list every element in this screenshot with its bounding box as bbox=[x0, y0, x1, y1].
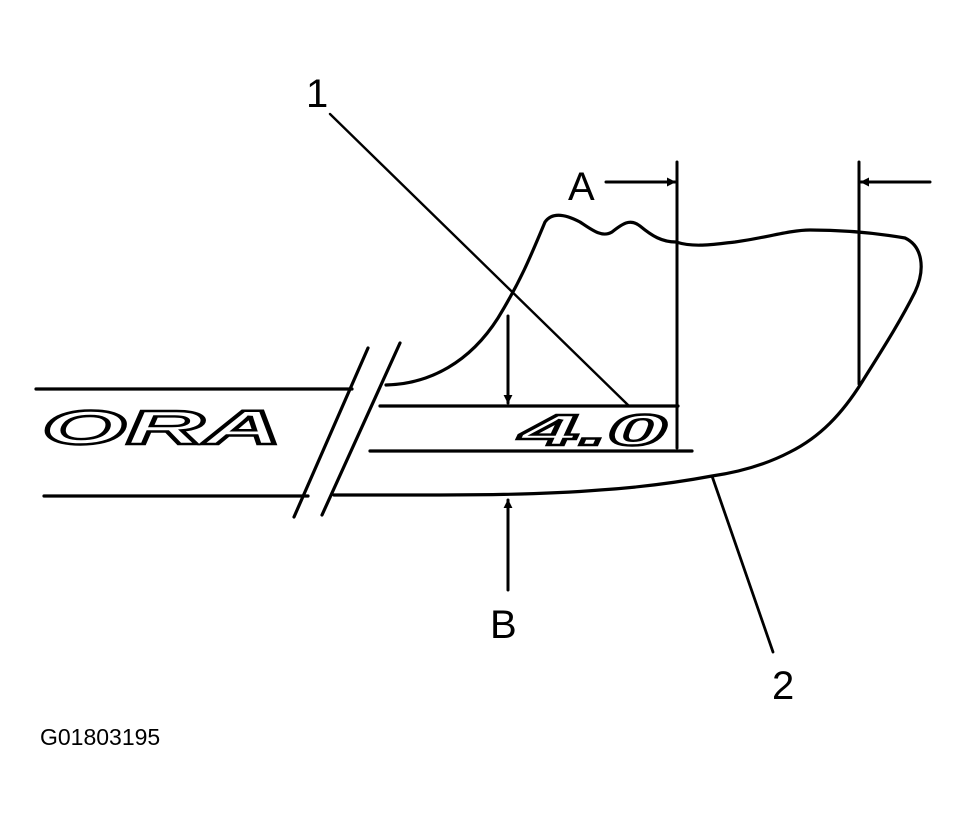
callout-1-leader bbox=[328, 112, 630, 407]
callout-2-label: 2 bbox=[772, 664, 794, 708]
engine-size-emblem: 4.0 bbox=[518, 406, 668, 455]
callout-1-label: 1 bbox=[306, 72, 328, 116]
dimension-b-label: B bbox=[490, 603, 517, 647]
callout-2-leader bbox=[710, 474, 775, 654]
figure-code: G01803195 bbox=[40, 724, 160, 750]
ora-emblem: ORA bbox=[42, 402, 282, 455]
dimension-a-label: A bbox=[568, 165, 595, 209]
break-mark-left bbox=[292, 346, 370, 519]
break-mark-right bbox=[320, 341, 402, 517]
